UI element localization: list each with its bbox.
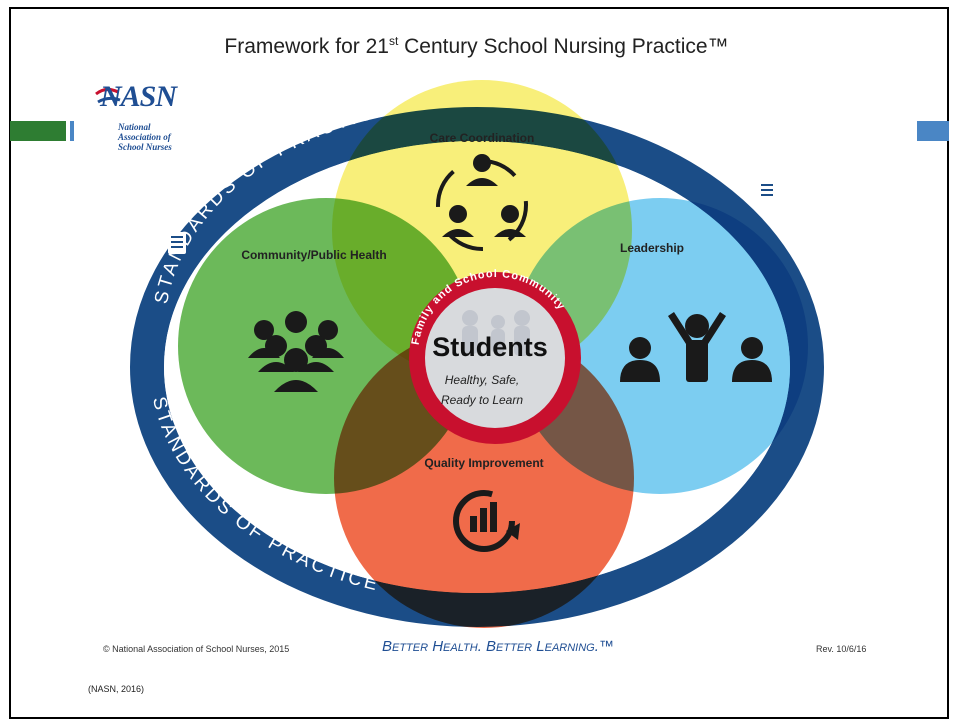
logo-subtitle: National Association of School Nurses	[118, 122, 172, 152]
label-community-public-health: Community/Public Health	[241, 248, 386, 262]
center-line-2: Ready to Learn	[441, 393, 523, 407]
footer-revision: Rev. 10/6/16	[816, 644, 867, 654]
citation: (NASN, 2016)	[88, 684, 145, 694]
page-title: Framework for 21st Century School Nursin…	[224, 34, 729, 58]
logo-swoosh-icon	[95, 87, 121, 104]
center-title: Students	[432, 332, 548, 362]
group-icon	[436, 154, 528, 251]
center-disc	[425, 288, 565, 428]
accent-bar-blue-right	[917, 121, 949, 141]
team-celebrate-icon	[620, 312, 772, 382]
crowd-icon	[248, 311, 344, 392]
clipboard-icon	[168, 232, 186, 254]
logo-wordmark: NASN	[100, 80, 177, 113]
center-line-1: Healthy, Safe,	[445, 373, 519, 387]
chart-cycle-icon	[453, 490, 520, 552]
accent-bar-green	[10, 121, 66, 141]
accent-bar-blue-left	[70, 121, 74, 141]
family-silhouette-icon	[462, 310, 530, 356]
footer-copyright: © National Association of School Nurses,…	[103, 644, 290, 654]
label-quality-improvement: Quality Improvement	[424, 456, 543, 470]
label-care-coordination: Care Coordination	[430, 131, 535, 145]
label-leadership: Leadership	[620, 241, 684, 255]
footer-tagline: Better Health. Better Learning.™	[382, 638, 614, 655]
clipboard-icon	[758, 180, 776, 202]
nasn-logo: NASN National Association of School Nurs…	[95, 78, 218, 178]
